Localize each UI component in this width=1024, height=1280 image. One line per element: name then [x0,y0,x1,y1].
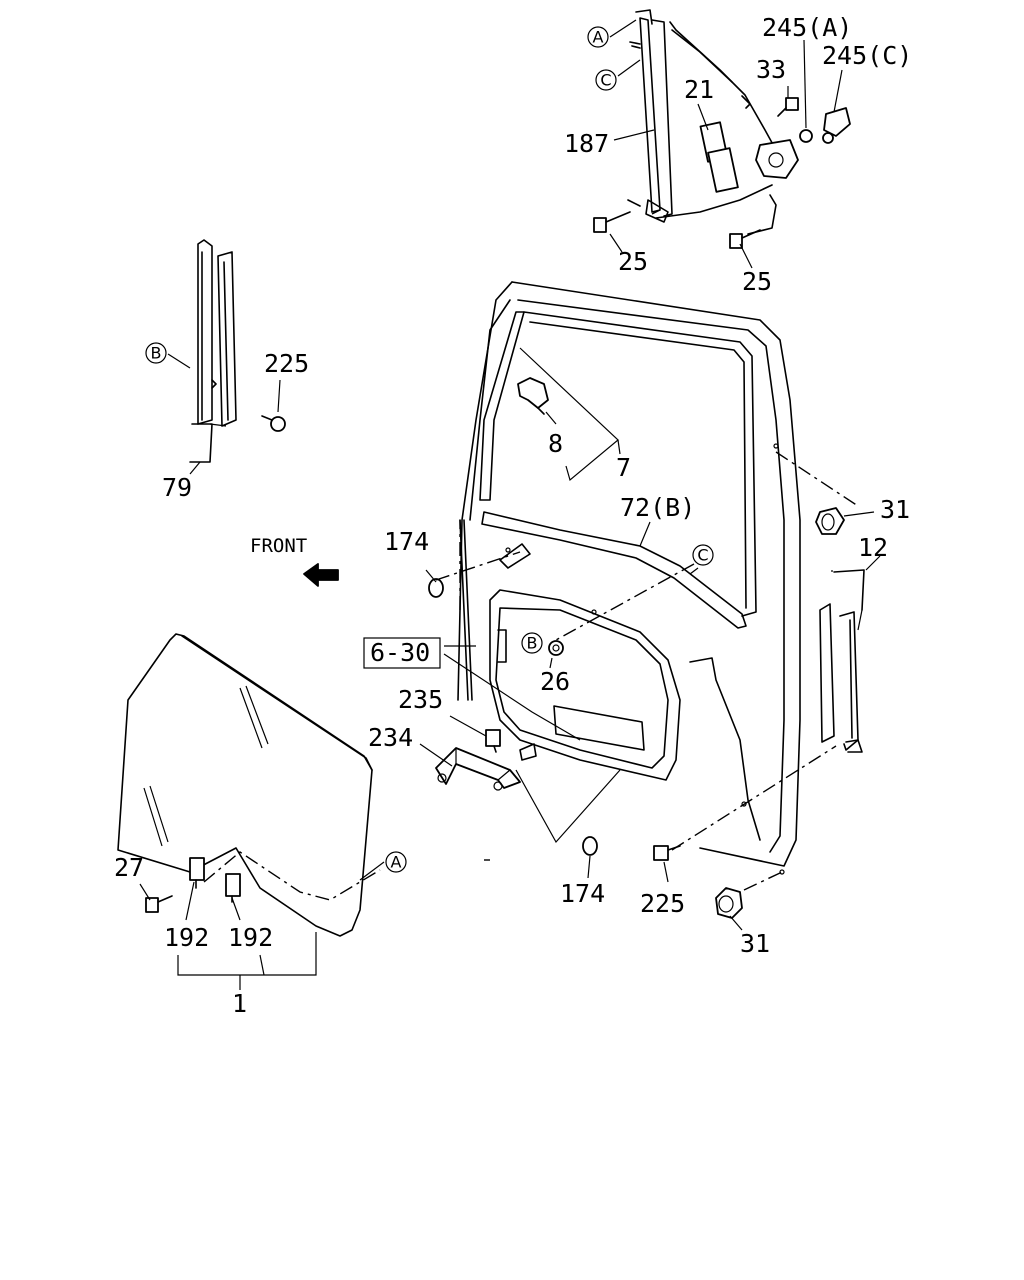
window-regulator [627,9,799,235]
bolt-33 [777,97,799,117]
ref-circle-c-top: C [595,69,617,91]
door-glass [117,633,373,937]
svg-text:C: C [600,71,611,90]
run-channel-79 [189,239,237,463]
bumper-31-lower [715,887,743,919]
label-174-upper: 174 [384,527,429,556]
label-33: 33 [756,55,786,84]
label-6-30-box: 6-30 [363,637,441,669]
label-26: 26 [540,667,570,696]
label-12: 12 [858,533,888,562]
bolt-225-upper [261,415,286,432]
run-channel-12 [819,569,865,753]
bracket-234 [435,747,521,791]
label-192-left: 192 [164,923,209,952]
bolt-25-right [729,229,761,249]
label-225-upper: 225 [264,349,309,378]
svg-text:A: A [593,28,604,47]
plug-174-upper [428,578,444,598]
label-27: 27 [114,853,144,882]
label-1: 1 [232,989,247,1018]
label-25-right: 25 [742,267,772,296]
svg-text:A: A [391,853,402,872]
label-79: 79 [162,473,192,502]
dashed-connectors [203,209,859,901]
glass-bracket-192-left [189,857,205,889]
label-25-left: 25 [618,247,648,276]
label-174-lower: 174 [560,879,605,908]
label-21: 21 [684,75,714,104]
clip-245c [822,107,851,144]
bumper-31-upper [815,507,845,535]
label-245a: 245(A) [762,13,852,42]
label-192-right: 192 [228,923,273,952]
ref-circle-b-left: B [145,342,167,364]
bolt-25-left [593,211,631,233]
nut-26 [548,640,564,656]
svg-text:6-30: 6-30 [370,638,430,667]
ref-circle-c-mid: C [692,544,714,566]
svg-text:C: C [697,546,708,565]
label-8: 8 [548,429,563,458]
ref-circle-a-glass: A [385,851,407,873]
label-225-lower: 225 [640,889,685,918]
front-label: FRONT [250,535,307,557]
label-235: 235 [398,685,443,714]
front-arrow-icon [303,563,339,587]
bolt-235 [485,729,501,753]
bolt-27 [145,895,173,913]
svg-text:B: B [151,344,162,363]
label-234: 234 [368,723,413,752]
glass-bracket-192-right [225,873,241,903]
label-31-lower: 31 [740,929,770,958]
plug-174-lower [582,836,598,856]
label-31-upper: 31 [880,495,910,524]
label-187: 187 [564,129,609,158]
door-panel [457,281,801,875]
nut-245a [799,129,813,143]
ref-circle-b-mid: B [521,632,543,654]
svg-text:B: B [527,634,538,653]
label-245c: 245(C) [822,41,912,70]
clip-8 [517,377,549,415]
leader-lines [139,19,881,990]
label-7: 7 [616,453,631,482]
ref-circle-a-top: A [587,26,609,48]
label-72b: 72(B) [620,493,695,522]
